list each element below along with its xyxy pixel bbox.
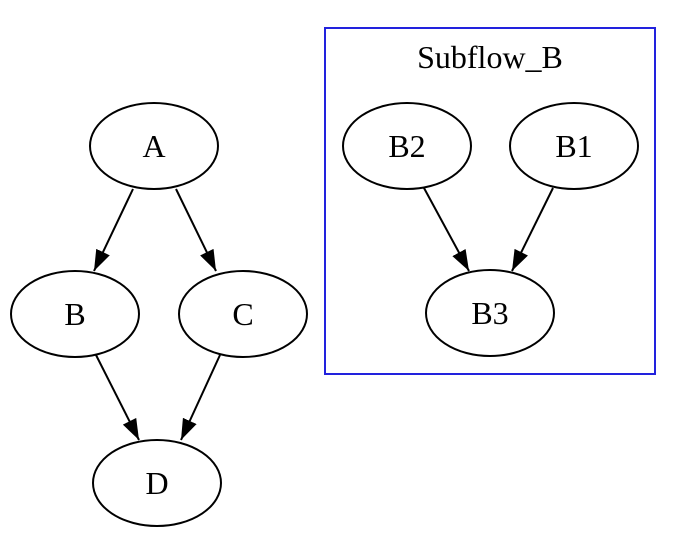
edges-main [93,188,221,441]
node-D-shape [92,439,222,527]
node-B2-label: B2 [388,128,425,164]
node-A: A [89,102,219,190]
edge-B-D [95,354,140,441]
edge-A-B [93,188,134,272]
node-A-shape [89,102,219,190]
node-A-label: A [142,128,165,164]
edges-cluster [423,187,554,272]
node-C-label: C [232,296,253,332]
cluster-title: Subflow_B [417,39,563,75]
node-B: B [10,270,140,358]
edge-B1-B3 [511,187,554,272]
node-C-shape [178,270,308,358]
cluster-subflow-b: Subflow_B [324,27,656,375]
node-B3: B3 [425,269,555,357]
edge-B2-B3 [423,187,470,272]
node-B1: B1 [509,102,639,190]
cluster-border [324,27,656,375]
node-B1-label: B1 [555,128,592,164]
node-D: D [92,439,222,527]
node-B1-shape [509,102,639,190]
edge-C-D [180,354,221,441]
node-B3-label: B3 [471,295,508,331]
node-B3-shape [425,269,555,357]
node-B2-shape [342,102,472,190]
edge-A-C [175,188,217,272]
node-D-label: D [145,465,168,501]
node-B2: B2 [342,102,472,190]
node-B-shape [10,270,140,358]
node-B-label: B [64,296,85,332]
node-C: C [178,270,308,358]
